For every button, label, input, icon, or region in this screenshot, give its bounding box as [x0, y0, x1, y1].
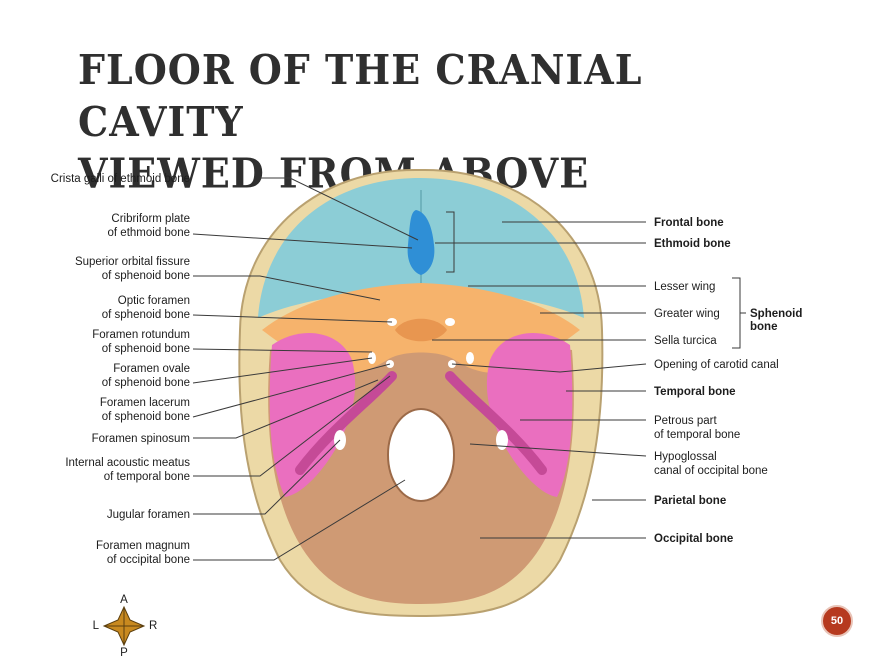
label-frontal-bone: Frontal bone: [654, 217, 724, 229]
leader-lines-left: [192, 177, 419, 561]
label-occipital-bone: Occipital bone: [654, 533, 733, 545]
compass-rose: A P L R: [93, 594, 158, 659]
temporal-bone-right: [486, 333, 573, 497]
right-labels: Frontal bone Ethmoid bone Lesser wing Gr…: [654, 217, 802, 545]
optic-foramen-right: [445, 318, 455, 326]
label-parietal-bone: Parietal bone: [654, 495, 726, 507]
label-crista-galli: Crista galli of ethmoid bone: [51, 173, 190, 185]
left-labels: Crista galli of ethmoid bone Cribriform …: [51, 173, 191, 566]
page-number: 50: [830, 615, 844, 627]
label-temporal-bone: Temporal bone: [654, 386, 736, 398]
ethmoid-bone: [407, 210, 435, 275]
title-line-1: FLOOR OF THE CRANIAL CAVITY: [78, 45, 643, 146]
label-carotid-canal: Opening of carotid canal: [654, 359, 779, 371]
compass-east-label: R: [149, 620, 157, 632]
skull-base: [238, 168, 604, 618]
label-ethmoid-bone: Ethmoid bone: [654, 238, 731, 250]
label-jugular-foramen: Jugular foramen: [107, 509, 190, 521]
petrous-right: [445, 371, 547, 475]
label-greater-wing: Greater wing: [654, 308, 720, 320]
page-number-badge: 50: [821, 605, 853, 637]
foramen-magnum: [387, 408, 455, 502]
label-foramen-spinosum: Foramen spinosum: [92, 433, 190, 445]
label-lesser-wing: Lesser wing: [654, 281, 715, 293]
leader-lines-right: [432, 211, 746, 539]
label-sella-turcica: Sella turcica: [654, 335, 717, 347]
sella-turcica: [395, 318, 447, 342]
compass-south-label: P: [120, 647, 128, 659]
compass-north-label: A: [120, 594, 128, 606]
foramen-ovale-right: [466, 352, 474, 364]
jugular-right: [496, 430, 508, 450]
temporal-bone-left: [269, 333, 356, 497]
compass-west-label: L: [93, 620, 100, 632]
petrous-left: [295, 371, 397, 475]
